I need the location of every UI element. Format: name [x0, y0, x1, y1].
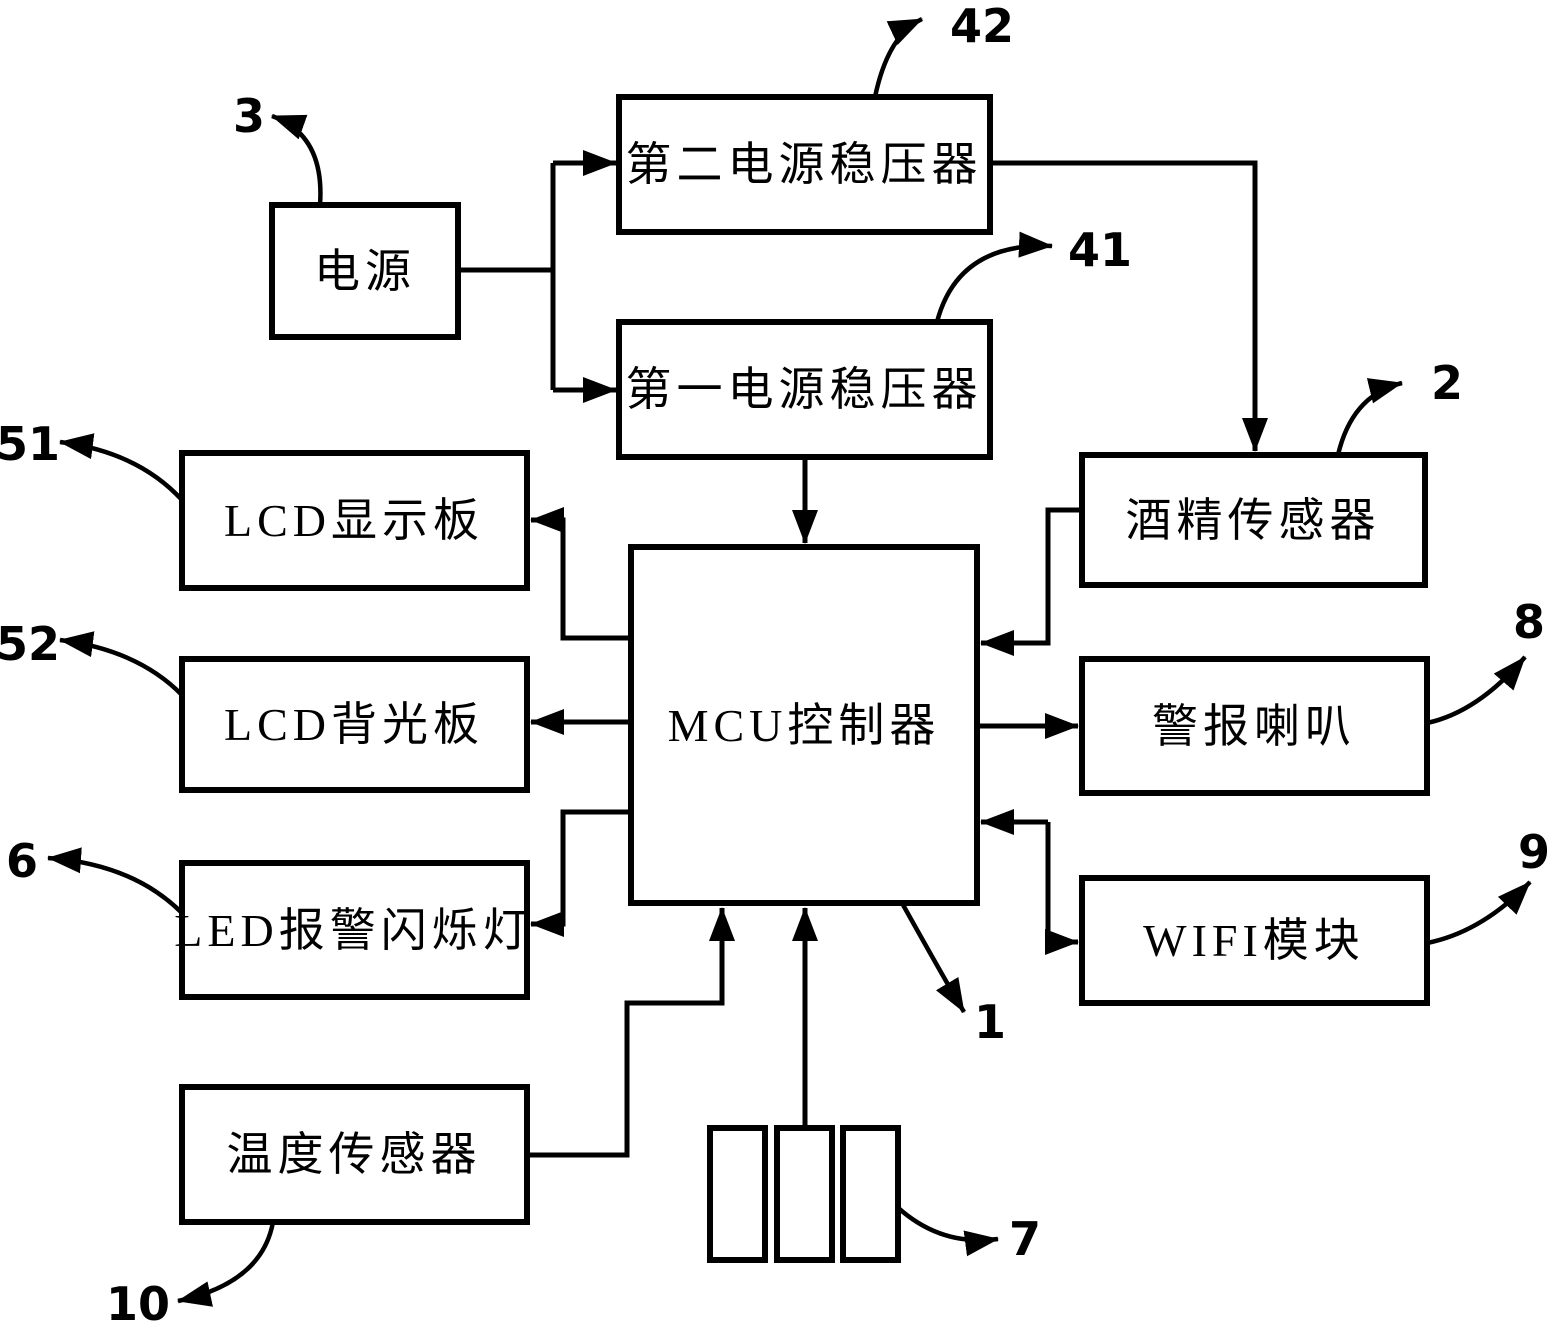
regulator1-label: 第一电源稳压器 [626, 364, 983, 415]
leader-arrow-1 [900, 901, 966, 1014]
leader-arrow-7 [891, 1201, 999, 1257]
ref-numeral-1: 1 [974, 995, 1006, 1049]
temperature-sensor-box [179, 1084, 530, 1225]
regulator2-label: 第二电源稳压器 [626, 139, 983, 190]
regulator2-box [616, 94, 993, 235]
leader-arrow-2 [1335, 378, 1403, 456]
led-flash-box [179, 860, 530, 1000]
leader-arrow-8 [1426, 655, 1527, 726]
button-box-3 [840, 1125, 901, 1263]
wifi-module-label: WIFI模块 [1143, 915, 1365, 966]
ref-numeral-41: 41 [1068, 223, 1132, 277]
lcd-display-label: LCD显示板 [224, 495, 484, 546]
lcd-backlight-box [179, 656, 530, 793]
ref-numeral-8: 8 [1513, 595, 1545, 649]
ref-numeral-9: 9 [1518, 825, 1550, 879]
mcu-box [628, 544, 980, 906]
alarm-horn-label: 警报喇叭 [1152, 701, 1356, 752]
ref-numeral-3: 3 [233, 89, 265, 143]
lcd-display-box [179, 450, 530, 591]
wire-mcu-to-led-arrow [530, 809, 631, 937]
regulator1-box [616, 319, 993, 460]
leader-arrow-52 [59, 631, 184, 697]
connectors [458, 150, 1268, 1158]
temperature-sensor-label: 温度传感器 [227, 1129, 482, 1180]
wifi-module-box [1079, 875, 1430, 1006]
leader-arrow-6 [47, 847, 184, 915]
leader-arrow-51 [59, 433, 184, 502]
ref-numeral-7: 7 [1009, 1212, 1041, 1266]
alcohol-sensor-label: 酒精传感器 [1126, 495, 1381, 546]
leader-arrow-9 [1426, 880, 1532, 946]
wire-mcu-to-wifi-arrow [1045, 822, 1079, 955]
leader-arrow-42 [872, 16, 924, 98]
ref-numeral-51: 51 [0, 417, 60, 471]
alarm-horn-box [1079, 656, 1430, 796]
ref-numeral-2: 2 [1431, 356, 1463, 410]
button-box-2 [774, 1125, 835, 1263]
leader-arrow-3 [271, 113, 323, 206]
leader-arrow-41 [934, 231, 1053, 323]
power-box [269, 202, 461, 340]
wire-temperature-to-mcu-arrow [527, 907, 735, 1158]
blocks: 电源 第二电源稳压器 第一电源稳压器 酒精传感器 LCD显示板 LCD背光板 M… [174, 94, 1430, 1263]
wire-regulator2-to-alcohol-arrow [990, 160, 1268, 452]
ref-numeral-6: 6 [6, 834, 38, 888]
alcohol-sensor-box [1079, 452, 1428, 588]
ref-numeral-10: 10 [106, 1277, 170, 1323]
wire-mcu-to-lcd-display-arrow [530, 507, 631, 641]
button-box-1 [707, 1125, 768, 1263]
power-label: 电源 [314, 246, 416, 297]
reference-leaders [47, 16, 1532, 1307]
lcd-backlight-label: LCD背光板 [224, 699, 484, 750]
leader-arrow-10 [177, 1221, 276, 1307]
wire-alcohol-to-mcu-arrow [980, 507, 1082, 656]
led-flash-label: LED报警闪烁灯 [174, 905, 533, 956]
mcu-label: MCU控制器 [668, 700, 941, 751]
ref-numeral-52: 52 [0, 617, 60, 671]
ref-numeral-42: 42 [950, 0, 1014, 53]
